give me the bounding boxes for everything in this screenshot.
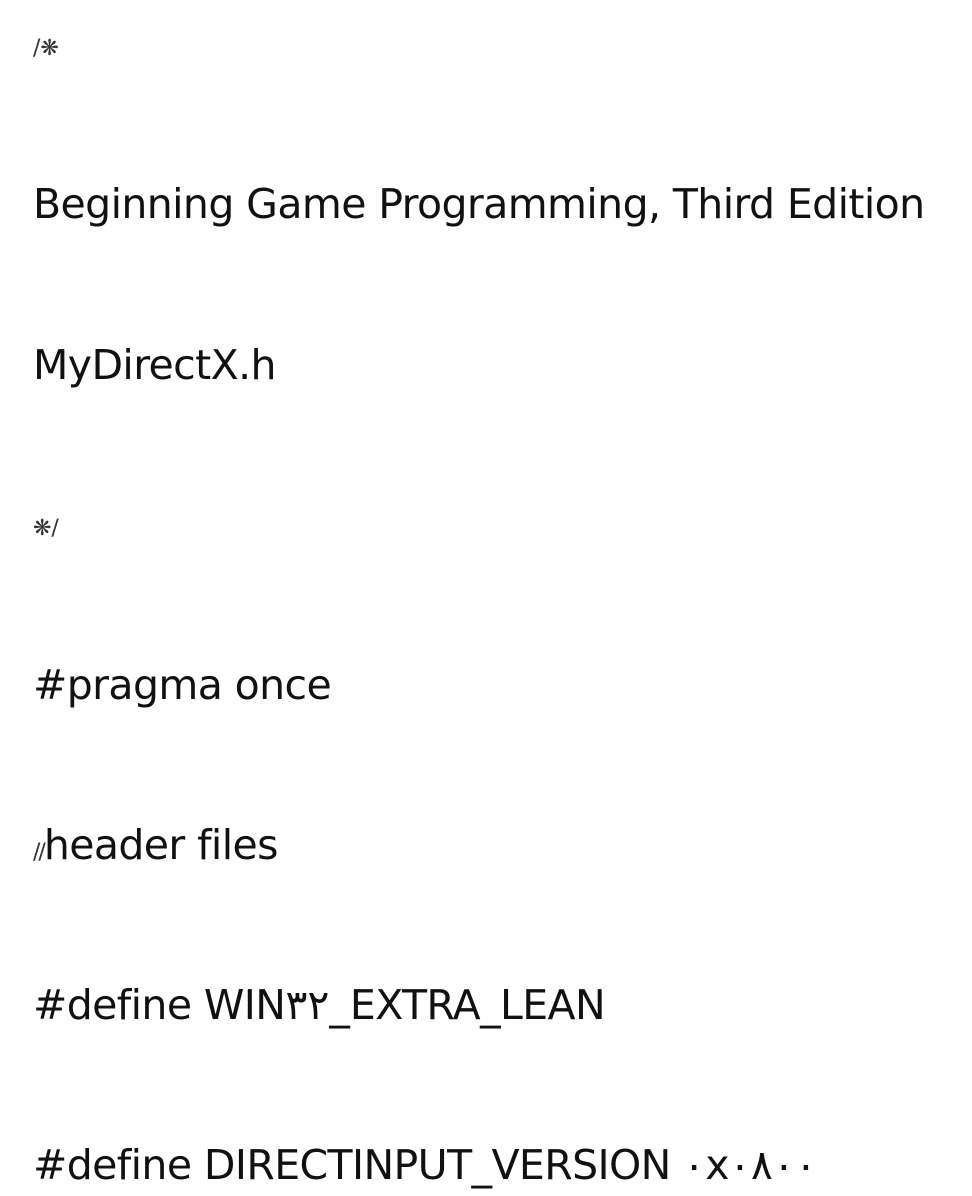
comment-slashes: // [33, 840, 46, 865]
comment-close-line: ❋/ [33, 516, 59, 541]
filename-line: MyDirectX.h [33, 341, 277, 389]
header-comment-text: header files [43, 821, 279, 869]
header-comment-line: //header files [33, 825, 279, 866]
book-title-line: Beginning Game Programming, Third Editio… [33, 180, 925, 228]
pragma-line: #pragma once [33, 661, 332, 709]
define-lean-line: #define WIN۳۲_EXTRA_LEAN [33, 981, 606, 1029]
comment-open-line: /❋ [33, 36, 59, 61]
define-input-version-line: #define DIRECTINPUT_VERSION ۰x۰۸۰۰ [33, 1141, 818, 1189]
